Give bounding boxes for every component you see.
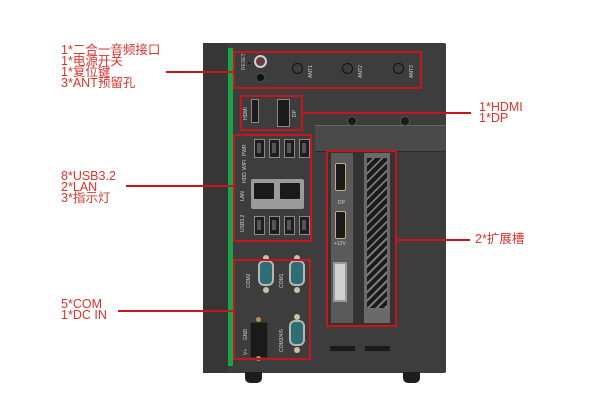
bracket-screw-icon — [347, 116, 357, 126]
callout-line-middle-right — [396, 239, 470, 241]
gpu-dp-label: DP — [338, 200, 345, 206]
usb-port-icon — [299, 139, 310, 158]
lan-port-icon — [280, 183, 300, 199]
gpu-12v-label: +12V — [334, 241, 346, 247]
callout-line-text: 8*USB3.2 — [61, 169, 116, 183]
slot-tab-icon — [330, 346, 355, 351]
ant3-hole-icon — [393, 63, 404, 74]
highlight-box-video-out — [240, 95, 303, 131]
screw-icon — [294, 314, 300, 320]
highlight-box-usb-lan — [233, 134, 312, 242]
callout-middle-right: 2*扩展槽 — [475, 232, 525, 246]
callout-line-text: 2*扩展槽 — [475, 232, 525, 246]
green-accent-stripe — [228, 48, 233, 366]
callout-line-text: 1*HDMI — [479, 100, 523, 114]
highlight-box-com-dc — [233, 259, 311, 360]
com345-port-icon — [289, 320, 305, 346]
callout-line-text: 3*指示灯 — [61, 191, 111, 205]
screw-icon — [294, 287, 300, 293]
callout-bottom-left: 5*COM 1*DC IN — [61, 297, 107, 322]
usb-port-icon — [284, 139, 295, 158]
callout-line-bottom-left — [118, 310, 234, 312]
callout-line-top-left — [166, 71, 234, 73]
dp-port-icon — [277, 99, 290, 127]
screw-icon — [263, 287, 269, 293]
callout-line-text: 1*二合一音频接口 — [61, 43, 161, 57]
gpu-dvi-port-icon — [333, 262, 347, 302]
screw-icon — [294, 255, 300, 261]
slot-tab-icon — [365, 346, 390, 351]
highlight-box-top-io — [233, 51, 422, 89]
callout-line-text: 1*DP — [479, 111, 509, 125]
callout-line-text: 3*ANT预留孔 — [61, 76, 136, 90]
callout-top-right: 1*HDMI 1*DP — [479, 100, 523, 125]
screw-icon — [256, 317, 261, 322]
lan-port-icon — [254, 183, 274, 199]
power-button-icon — [254, 55, 267, 68]
usb-port-icon — [269, 139, 280, 158]
chassis-foot-right — [403, 372, 420, 383]
callout-line-top-right — [302, 112, 471, 114]
callout-middle-left: 8*USB3.2 2*LAN 3*指示灯 — [61, 169, 116, 205]
chassis-front-panel — [203, 43, 446, 373]
usb-port-icon — [254, 216, 265, 235]
com2-port-icon — [258, 260, 274, 286]
callout-line-text: 2*LAN — [61, 180, 98, 194]
bracket-screw-icon — [400, 116, 410, 126]
highlight-box-expansion — [326, 150, 397, 327]
chassis-foot-left — [245, 372, 262, 383]
hdmi-port-icon — [251, 99, 259, 123]
audio-jack-icon — [255, 72, 266, 83]
callout-line-text: 1*DC IN — [61, 308, 107, 322]
screw-icon — [294, 347, 300, 353]
screw-icon — [263, 255, 269, 261]
usb-port-icon — [284, 216, 295, 235]
usb-port-icon — [269, 216, 280, 235]
callout-top-left: 1*二合一音频接口 1*电源开关 1*复位键 3*ANT预留孔 — [61, 43, 161, 90]
usb-port-icon — [254, 139, 265, 158]
usb-port-icon — [299, 216, 310, 235]
chassis-side-edge — [203, 43, 229, 373]
reset-hole-icon — [248, 62, 250, 64]
gpu-dp-port-icon — [335, 211, 346, 239]
gpu-dp-port-icon — [335, 163, 346, 191]
com1-port-icon — [289, 260, 305, 286]
callout-line-text: 1*复位键 — [61, 65, 111, 79]
callout-line-middle-left — [126, 185, 234, 187]
callout-line-text: 1*电源开关 — [61, 54, 123, 68]
gpu-vent-icon — [367, 158, 387, 308]
expansion-bracket-top — [315, 125, 446, 152]
ant2-hole-icon — [342, 63, 353, 74]
callout-line-text: 5*COM — [61, 297, 102, 311]
ant1-hole-icon — [292, 63, 303, 74]
